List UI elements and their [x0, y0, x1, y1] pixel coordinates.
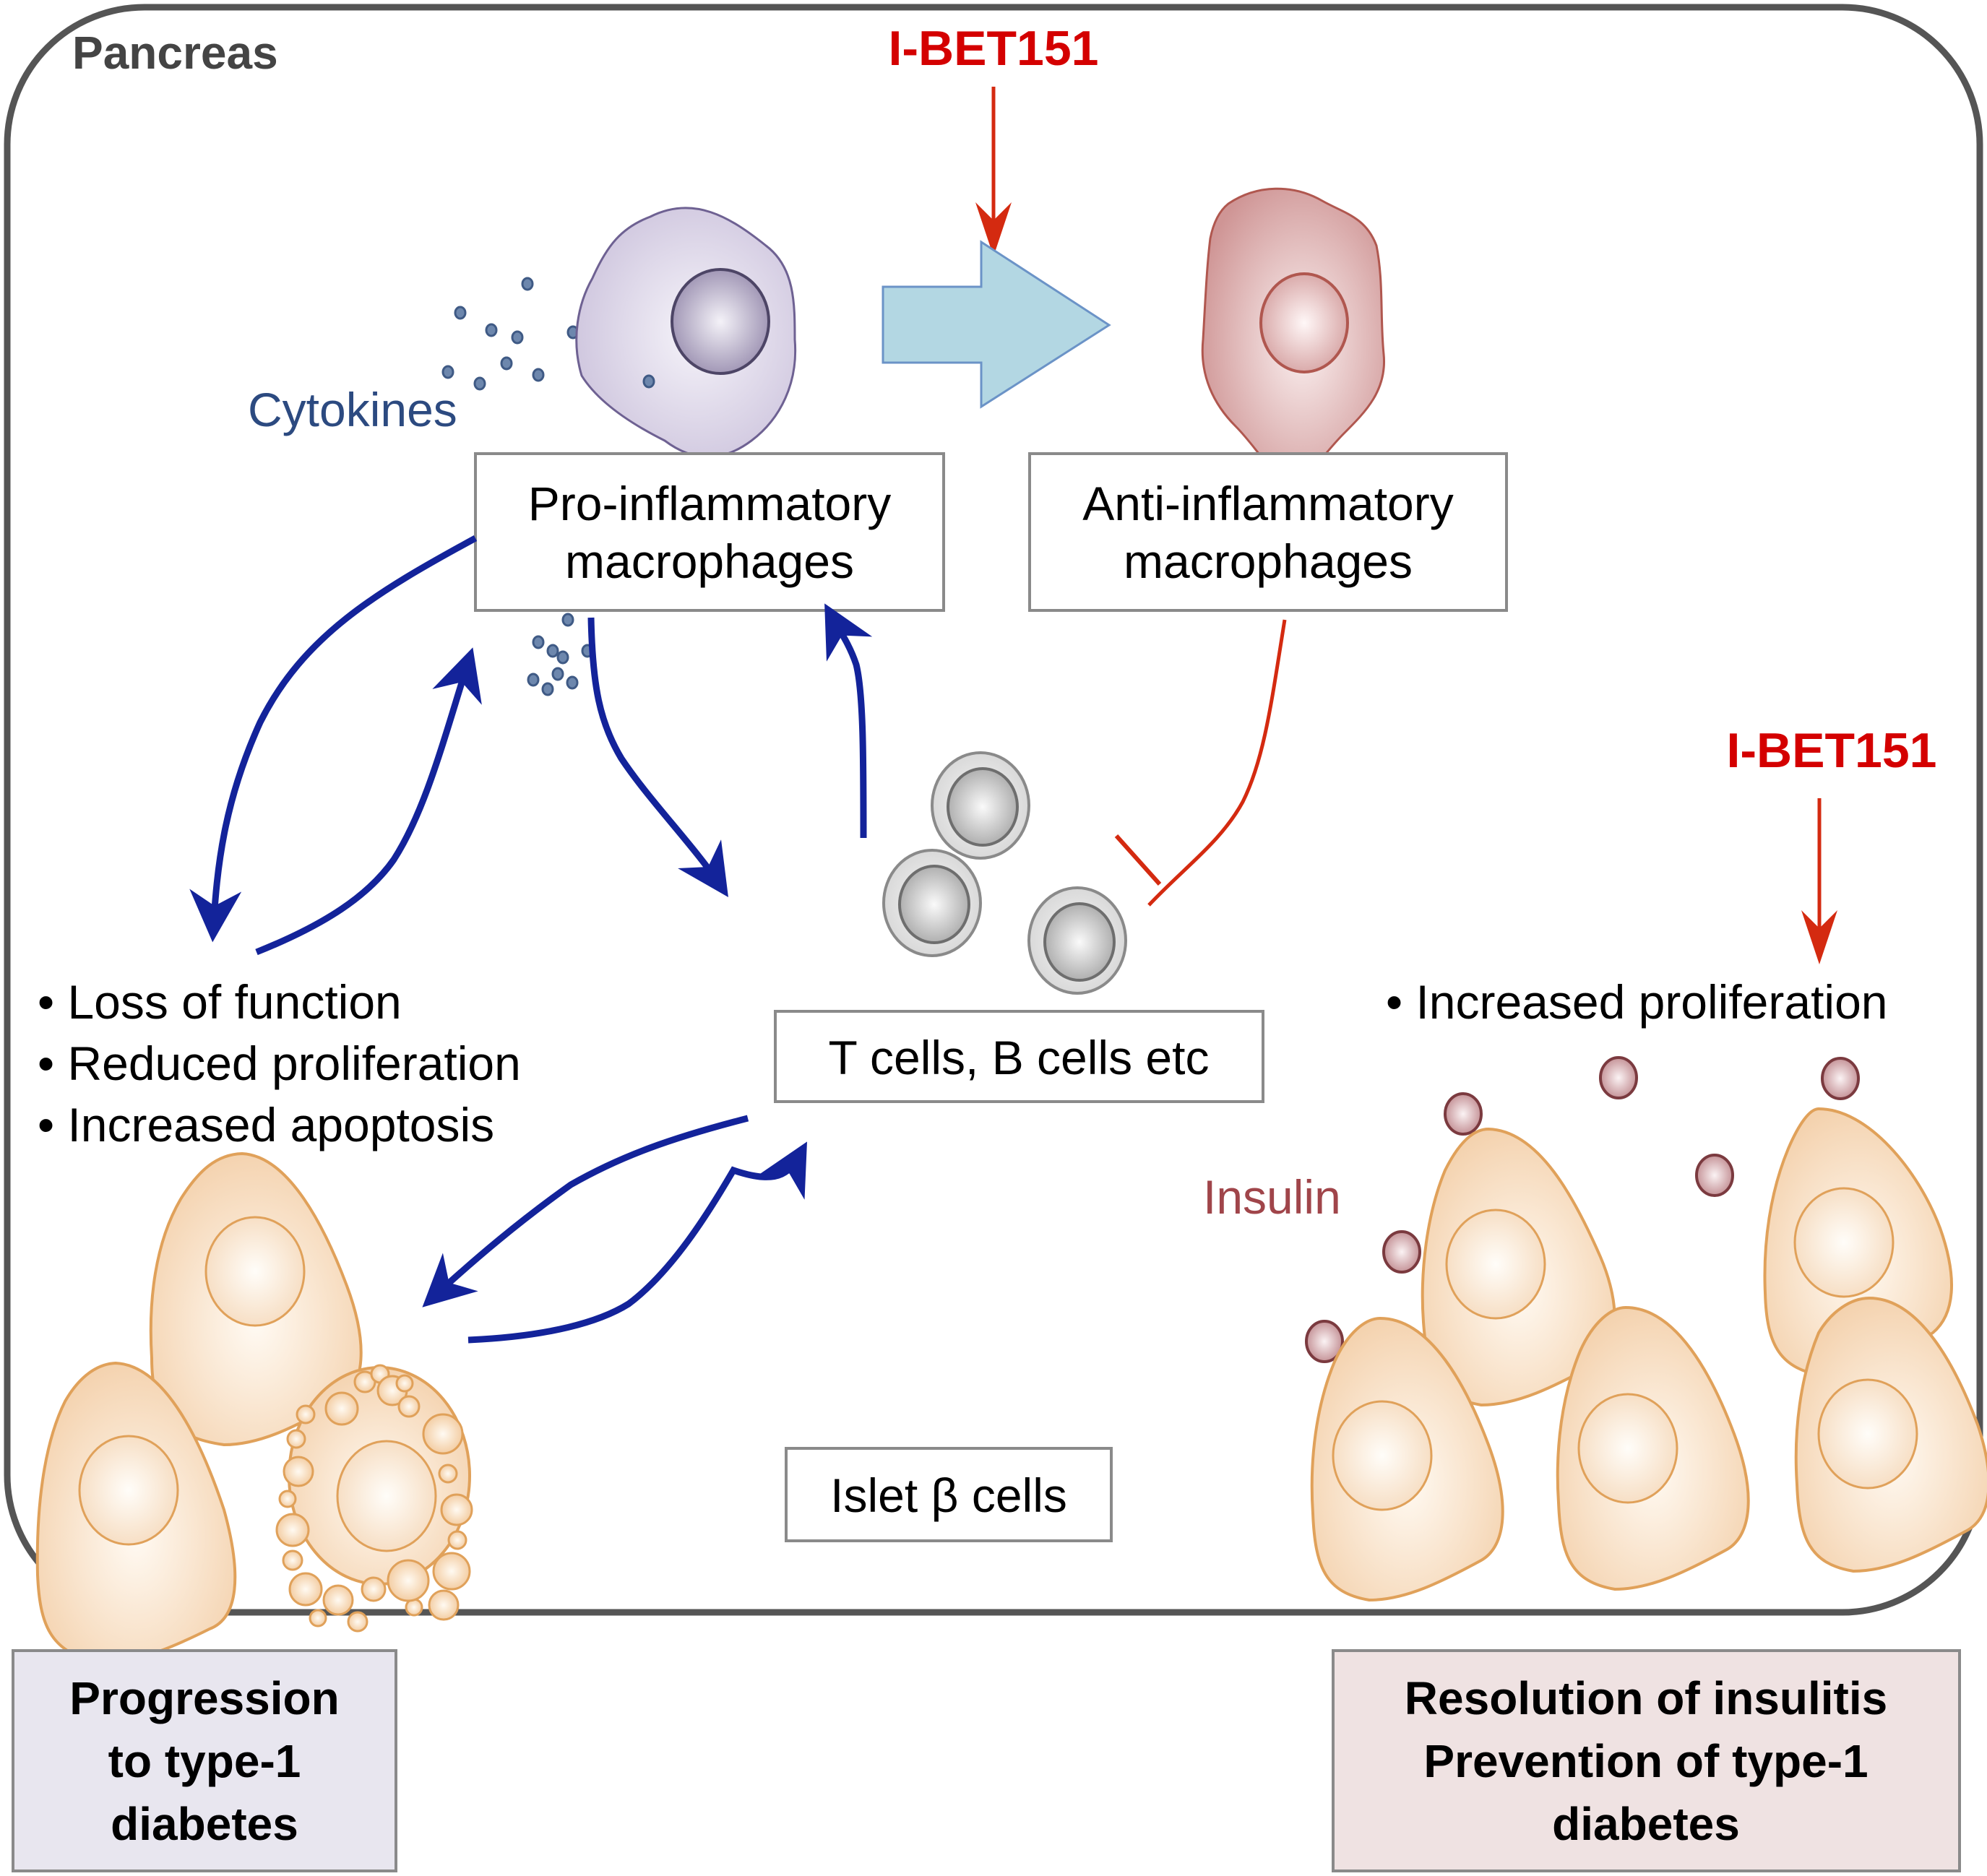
outcome-resolution-line3: diabetes: [1552, 1798, 1740, 1850]
islet-label: Islet β cells: [830, 1469, 1067, 1522]
inhibition-line: [1114, 619, 1287, 907]
drug-arrow-right: [1801, 798, 1837, 964]
beta-cell: [1310, 1316, 1504, 1602]
anti-inflammatory-macrophages-box: Anti-inflammatory macrophages: [1028, 452, 1508, 612]
outcome-resolution-box: Resolution of insulitis Prevention of ty…: [1332, 1649, 1961, 1872]
arrow-beta-left-to-macrophage[interactable]: [255, 647, 482, 956]
arrow-tcells-to-beta-left[interactable]: [422, 1115, 749, 1307]
apoptotic-beta-cell: [275, 1364, 473, 1633]
insulin-label: Insulin: [1203, 1170, 1341, 1224]
pro-macrophages-line1: Pro-inflammatory: [528, 477, 891, 530]
beta-cells-right: [1310, 1107, 1987, 1602]
outcome-resolution-line1: Resolution of insulitis: [1405, 1672, 1887, 1724]
left-effect-item: • Increased apoptosis: [38, 1098, 494, 1151]
drug-arrow-top: [975, 87, 1012, 256]
t-cell: [931, 751, 1030, 860]
arrow-tcells-to-macrophage[interactable]: [824, 603, 873, 839]
beta-cell: [35, 1361, 237, 1664]
islet-beta-cells-box: Islet β cells: [785, 1447, 1113, 1542]
beta-cells-left: [35, 1151, 473, 1664]
arrow-beta-left-to-tcells[interactable]: [467, 1141, 807, 1344]
beta-cell: [1556, 1305, 1750, 1591]
t-cell: [1027, 886, 1127, 995]
outcome-progression-line1: Progression: [69, 1672, 339, 1724]
outcome-progression-line3: diabetes: [111, 1798, 298, 1850]
anti-macrophages-line2: macrophages: [1124, 535, 1413, 588]
right-effect-item: • Increased proliferation: [1386, 975, 1887, 1029]
outcome-progression-box: Progression to type-1 diabetes: [12, 1649, 397, 1872]
beta-cell: [1421, 1127, 1616, 1407]
anti-inflammatory-macrophage-cell: [1201, 187, 1386, 485]
arrow-macrophage-to-beta-left[interactable]: [189, 535, 478, 943]
left-effect-item: • Reduced proliferation: [38, 1037, 521, 1090]
pro-macrophages-line2: macrophages: [565, 535, 854, 588]
drug-label-top: I-BET151: [889, 21, 1099, 76]
pancreas-title: Pancreas: [72, 27, 278, 79]
cytokines-top: [441, 277, 579, 391]
cytokines-middle: [527, 374, 655, 696]
drug-label-right: I-BET151: [1727, 723, 1937, 778]
t-cells: [882, 751, 1127, 995]
outcome-resolution-line2: Prevention of type-1: [1423, 1735, 1868, 1787]
t-cell: [882, 849, 982, 957]
cytokines-label: Cytokines: [248, 383, 457, 436]
t-cells-box: T cells, B cells etc: [774, 1010, 1264, 1103]
left-effect-item: • Loss of function: [38, 975, 402, 1029]
t-cells-label: T cells, B cells etc: [829, 1031, 1210, 1084]
transition-arrow: [882, 240, 1111, 409]
beta-cell: [149, 1151, 363, 1447]
outcome-progression-line2: to type-1: [108, 1735, 301, 1787]
anti-macrophages-line1: Anti-inflammatory: [1082, 477, 1453, 530]
left-effects-list: • Loss of function • Reduced proliferati…: [38, 975, 521, 1151]
arrow-macrophage-to-tcells[interactable]: [587, 617, 728, 897]
beta-cell: [1794, 1296, 1987, 1573]
pro-inflammatory-macrophages-box: Pro-inflammatory macrophages: [474, 452, 945, 612]
pro-inflammatory-macrophage-cell: [575, 207, 797, 458]
